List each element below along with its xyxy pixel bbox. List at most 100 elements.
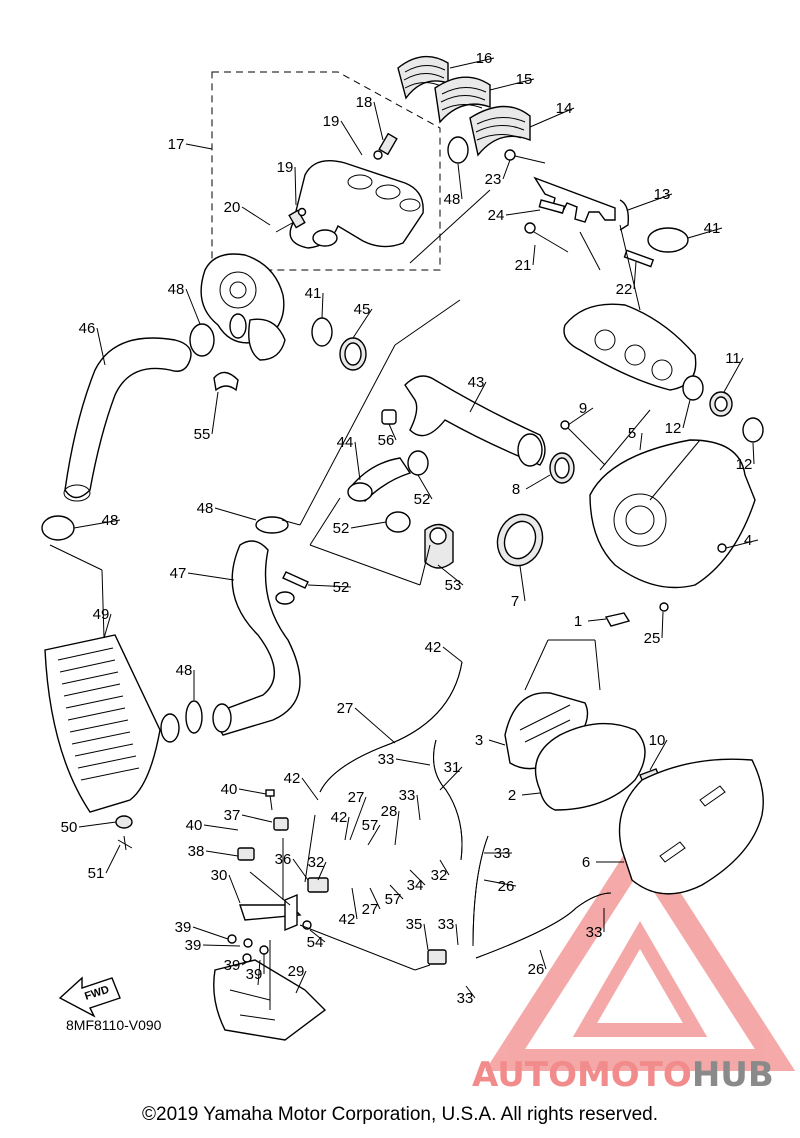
- leader-c26a: [483, 879, 517, 887]
- leader-c57a: [367, 824, 381, 846]
- callout-c3: 3: [475, 732, 483, 749]
- callout-c49: 49: [93, 606, 110, 623]
- group-leader-0: [394, 299, 461, 346]
- leader-c18: [373, 101, 384, 141]
- leader-c39c: [241, 961, 248, 966]
- callout-c17: 17: [168, 136, 185, 153]
- leader-c35: [423, 923, 429, 951]
- callout-c19a: 19: [323, 113, 340, 130]
- clamp-12a: [682, 375, 704, 401]
- callout-c10: 10: [649, 732, 666, 749]
- callout-c57a: 57: [362, 817, 379, 834]
- bolt-9: [560, 420, 606, 466]
- bolt-23: [504, 149, 546, 164]
- sensor-20: [275, 207, 307, 233]
- leader-c40b: [203, 824, 239, 831]
- clamp-48-upper47: [255, 516, 289, 534]
- leader-c39b: [202, 944, 241, 947]
- leader-c55: [211, 391, 219, 435]
- callout-c27b: 27: [348, 789, 365, 806]
- callout-c9: 9: [579, 400, 587, 417]
- callout-c35: 35: [406, 916, 423, 933]
- valve-53: [424, 523, 454, 569]
- callout-c26b: 26: [528, 961, 545, 978]
- callout-c48b: 48: [168, 281, 185, 298]
- group-leader-2: [281, 519, 301, 526]
- callout-c12b: 12: [736, 456, 753, 473]
- hose-45: [339, 337, 367, 371]
- callout-c21: 21: [515, 257, 532, 274]
- leader-c50: [78, 821, 117, 828]
- leader-c42c: [344, 816, 350, 841]
- callout-c18: 18: [356, 94, 373, 111]
- group-leader-5: [419, 544, 431, 586]
- group-leader-12: [579, 231, 601, 271]
- clamp-41-turbo: [311, 317, 333, 347]
- callout-c6: 6: [582, 854, 590, 871]
- leader-c25: [661, 611, 664, 639]
- frame-section: [213, 959, 327, 1041]
- sensor-56: [381, 409, 397, 425]
- watermark-logo: [484, 829, 796, 1071]
- callout-c42a: 42: [425, 639, 442, 656]
- clip-51: [117, 835, 133, 851]
- clamp-12b: [742, 417, 764, 443]
- callout-c52a: 52: [414, 491, 431, 508]
- callout-c47: 47: [170, 565, 187, 582]
- callout-c32b: 32: [431, 867, 448, 884]
- callout-c33d: 33: [438, 916, 455, 933]
- leader-c42b: [301, 777, 319, 801]
- leader-c47: [187, 572, 235, 581]
- leader-c49: [103, 613, 112, 639]
- callout-c48a: 48: [444, 191, 461, 208]
- callout-c27a: 27: [337, 700, 354, 717]
- callout-c27c: 27: [362, 901, 379, 918]
- leader-c24: [505, 209, 541, 216]
- callout-c12a: 12: [665, 420, 682, 437]
- callout-c23: 23: [485, 171, 502, 188]
- leader-c13: [627, 193, 673, 211]
- callout-c54: 54: [307, 934, 324, 951]
- callout-c46: 46: [79, 320, 96, 337]
- fastener-39b: [243, 938, 253, 948]
- leader-c43: [469, 381, 487, 413]
- clamp-48-lower: [185, 700, 203, 734]
- group-leader-15: [649, 439, 701, 501]
- leader-c38: [205, 850, 239, 857]
- leader-c16: [449, 57, 495, 69]
- leader-c23: [502, 159, 511, 180]
- leader-c26b: [539, 949, 547, 970]
- cover-6: [618, 758, 764, 895]
- callout-c53: 53: [445, 577, 462, 594]
- leader-c42a: [442, 646, 463, 663]
- hose-52c: [282, 571, 309, 589]
- callout-c31: 31: [444, 759, 461, 776]
- leader-c33d: [455, 923, 459, 946]
- leader-c29: [295, 970, 307, 994]
- intake-boot-14: [469, 105, 531, 157]
- callout-c42c: 42: [331, 809, 348, 826]
- callout-c1: 1: [574, 613, 582, 630]
- group-leader-22: [257, 959, 261, 986]
- group-leader-20: [414, 964, 431, 971]
- group-leader-16: [304, 814, 316, 883]
- boot-11: [709, 391, 733, 417]
- group-leader-14: [599, 409, 651, 471]
- leader-c15: [489, 78, 535, 91]
- leader-c57b: [389, 884, 404, 900]
- callout-c33a: 33: [378, 751, 395, 768]
- leader-c31: [439, 766, 463, 791]
- callout-c50: 50: [61, 819, 78, 836]
- group-leader-9: [101, 569, 105, 639]
- callout-c55: 55: [194, 426, 211, 443]
- clamp-52b: [385, 511, 411, 533]
- callout-c48e: 48: [176, 662, 193, 679]
- spacer-22: [623, 249, 655, 268]
- leader-c54: [309, 929, 326, 943]
- callout-c40b: 40: [186, 817, 203, 834]
- callout-c56: 56: [378, 432, 395, 449]
- callout-c15: 15: [516, 71, 533, 88]
- turbocharger: [200, 253, 286, 361]
- leader-c20: [241, 206, 271, 226]
- leader-c52a: [417, 474, 433, 500]
